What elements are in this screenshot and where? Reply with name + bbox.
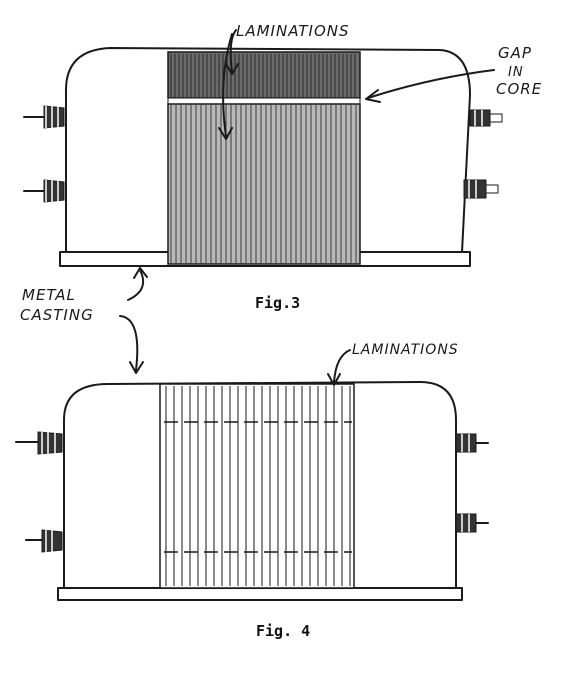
metal-casting-callout: METAL CASTING [20, 267, 148, 374]
fig3-gap-label-line3: CORE [496, 80, 542, 98]
fig4-left-terminal-upper [15, 431, 63, 455]
fig3-gap-arrowhead [365, 89, 381, 103]
fig3-laminations-arrowhead-2 [218, 127, 233, 140]
fig3-gap-arrow [367, 69, 495, 99]
fig3-core-legs [167, 103, 361, 265]
fig3-laminations-arrowhead-1 [225, 63, 239, 75]
fig4-left-terminal-lower [25, 529, 63, 553]
fig4-right-terminal-upper [455, 433, 489, 453]
fig3-core-gap [167, 97, 361, 105]
fig3-laminations-arrow-1 [229, 29, 237, 73]
fig4-core [159, 383, 355, 589]
fig4-core-block [159, 383, 355, 589]
fig3-laminations-label: LAMINATIONS [236, 22, 350, 40]
metal-label-line1: METAL [22, 286, 76, 304]
fig4-caption: Fig. 4 [256, 622, 310, 640]
fig3-gap-label-line1: GAP [498, 44, 532, 62]
metal-label-line2: CASTING [20, 306, 94, 324]
fig3-core-top-yoke [167, 51, 361, 99]
metal-arrow-down [119, 315, 139, 371]
metal-arrowhead-up [133, 267, 148, 279]
fig3-lamination-lines [170, 54, 357, 263]
fig3-gap-label-line2: IN [508, 65, 524, 80]
fig3-casting-outline [65, 47, 471, 253]
fig3-core [167, 51, 361, 265]
fig4-laminations-label: LAMINATIONS [352, 342, 459, 358]
fig3-transformer: LAMINATIONS GAP IN CORE Fig.3 [23, 22, 542, 312]
fig4-transformer: LAMINATIONS Fig. 4 [15, 342, 489, 640]
fig4-base [57, 587, 463, 601]
fig3-left-terminal-upper [23, 105, 65, 129]
fig4-laminations-arrow [333, 349, 351, 383]
metal-arrowhead-down [129, 361, 144, 374]
fig4-casting-outline [63, 381, 457, 589]
fig3-right-terminal-lower [463, 179, 499, 199]
fig4-right-terminal-lower [455, 513, 489, 533]
fig3-right-terminal-upper [469, 109, 503, 127]
fig4-laminations-arrowhead [327, 373, 341, 386]
metal-arrow-up [127, 269, 144, 301]
fig3-caption: Fig.3 [255, 294, 300, 312]
fig3-left-terminal-lower [23, 179, 65, 203]
fig3-laminations-arrow-2 [222, 33, 233, 137]
